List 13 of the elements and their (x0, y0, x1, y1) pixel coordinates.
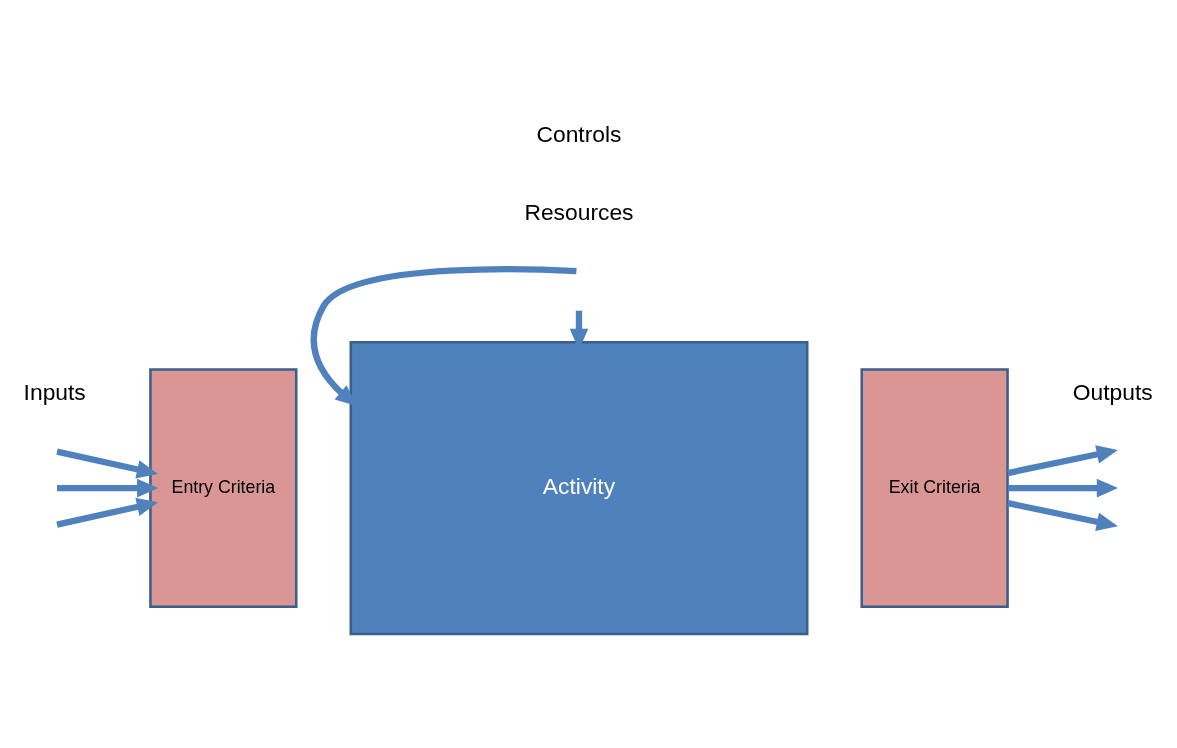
arrow (1007, 500, 1118, 531)
arrow (1007, 478, 1119, 498)
label: Controls (536, 121, 622, 148)
node-box: Activity (349, 341, 809, 636)
label: Outputs (1072, 378, 1153, 405)
arrow (56, 448, 159, 479)
arrow (56, 497, 159, 528)
label: Resources (524, 198, 634, 225)
node-box: Exit Criteria (860, 368, 1009, 608)
node-box: Entry Criteria (149, 368, 298, 608)
label: Inputs (23, 378, 86, 405)
arrow (310, 266, 577, 407)
arrow (1007, 445, 1118, 477)
